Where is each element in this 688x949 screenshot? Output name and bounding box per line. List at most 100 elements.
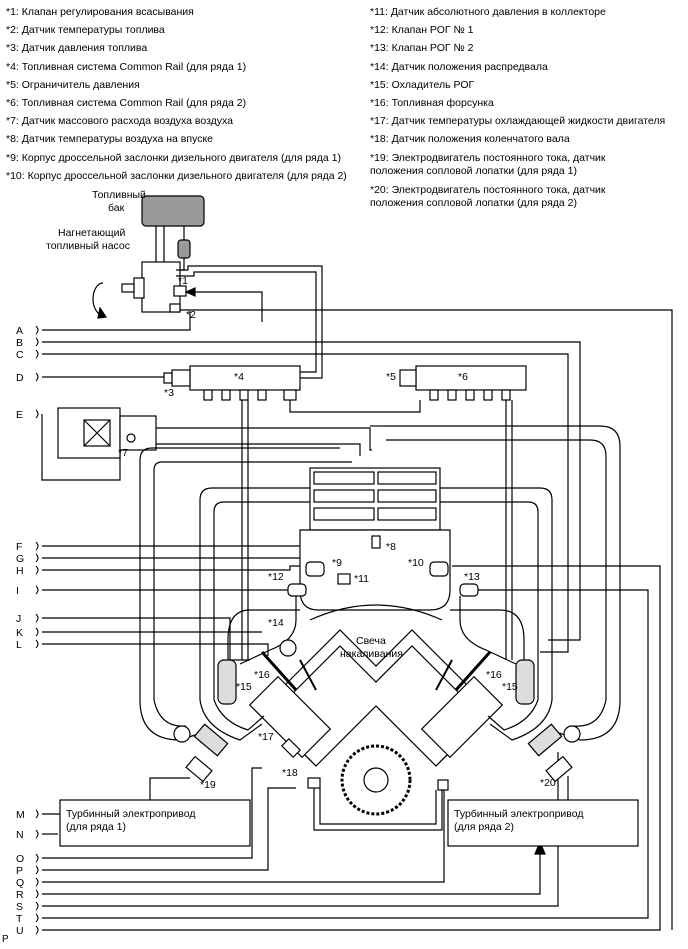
terminal-label: I: [16, 585, 19, 597]
terminal-label: S: [16, 901, 23, 913]
legend-item: *18: Датчик положения коленчатого вала: [370, 133, 570, 146]
common-rail-bank2: [399, 365, 527, 401]
throttle-bank2: [429, 561, 449, 577]
engine-block: [248, 604, 504, 816]
callout: *1: [178, 275, 188, 287]
callout: *13: [464, 571, 480, 583]
legend-item: *16: Топливная форсунка: [370, 97, 494, 110]
air-cleaner: [57, 407, 157, 459]
legend-item: *2: Датчик температуры топлива: [6, 24, 165, 37]
terminal-label: Q: [16, 877, 24, 889]
callout: *8: [386, 541, 396, 553]
callout: *5: [386, 371, 396, 383]
terminal-label: O: [16, 853, 24, 865]
callout: *10: [408, 557, 424, 569]
callout: *19: [200, 779, 216, 791]
callout: *16: [486, 669, 502, 681]
callout: *14: [268, 617, 284, 629]
glow-plug-2: [435, 659, 453, 691]
terminal-label: U: [16, 925, 24, 937]
egr-valve-2: [459, 583, 479, 597]
nozzle-actuator-bank2: [545, 755, 573, 783]
turbo-actuator-bank2-box: [447, 799, 639, 847]
callout: *3: [164, 387, 174, 399]
turbo1-label: Турбинный электропривод: [66, 808, 195, 820]
legend-item: *13: Клапан РОГ № 2: [370, 42, 474, 55]
terminal-label: R: [16, 889, 24, 901]
arrow-icon: [534, 840, 546, 855]
legend-left: *1: Клапан регулирования всасывания *2: …: [6, 3, 347, 185]
legend-item: *4: Топливная система Common Rail (для р…: [6, 60, 247, 73]
legend-item: *15: Охладитель РОГ: [370, 78, 475, 91]
legend-right: *11: Датчик абсолютного давления в колле…: [370, 3, 665, 210]
terminal-label: L: [16, 639, 22, 651]
terminal-label: M: [16, 809, 25, 821]
turbo1-label: (для ряда 1): [66, 821, 126, 833]
fuel-filter: [177, 239, 191, 259]
coolant-temp-sensor: [280, 737, 302, 759]
egr-cooler-bank2: [515, 659, 535, 705]
egr-valve-1: [287, 583, 307, 597]
legend-item: *14: Датчик положения распредвала: [370, 60, 548, 73]
legend-item: *9: Корпус дроссельной заслонки дизельно…: [6, 151, 341, 164]
turbo-bank2: [487, 699, 621, 757]
figure-id: P: [2, 934, 9, 945]
legend-item: *11: Датчик абсолютного давления в колле…: [370, 6, 606, 18]
legend-item: *10: Корпус дроссельной заслонки дизельн…: [6, 169, 347, 182]
injector-bank1: [260, 650, 298, 692]
legend-item: *6: Топливная система Common Rail (для р…: [6, 97, 247, 110]
rotation-arrow-head-icon: [97, 306, 108, 319]
terminal-label: G: [16, 553, 24, 565]
terminal-label: F: [16, 541, 22, 553]
egr-cooler-bank1: [217, 659, 237, 705]
legend-line: положения сопловой лопатки (для ряда 2): [370, 196, 577, 209]
cam-position-sensor: [279, 639, 297, 657]
callout: *12: [268, 571, 284, 583]
legend-line: *19: Электродвигатель постоянного тока, …: [370, 151, 606, 164]
turbo2-label: (для ряда 2): [454, 821, 514, 833]
callout: *7: [118, 447, 128, 459]
feed-pump-label: топливный насос: [46, 240, 130, 252]
iat-sensor: [371, 535, 381, 549]
terminal-markers: [35, 325, 39, 935]
legend-line: положения сопловой лопатки (для ряда 1): [370, 164, 577, 177]
callout: *16: [254, 669, 270, 681]
legend-item: *3: Датчик давления топлива: [6, 42, 148, 55]
callout: *4: [234, 371, 244, 383]
legend-item: *8: Датчик температуры воздуха на впуске: [6, 133, 214, 146]
glow-plug-label: накаливания: [340, 648, 403, 660]
terminal-label: J: [16, 613, 21, 625]
nozzle-actuator-bank1: [185, 755, 213, 783]
intake-manifold: [287, 467, 479, 611]
legend-item-20: *20: Электродвигатель постоянного тока, …: [370, 184, 665, 210]
terminal-label: A: [16, 325, 23, 337]
terminal-label: T: [16, 913, 23, 925]
legend-item: *5: Ограничитель давления: [6, 78, 140, 91]
map-sensor: [337, 573, 351, 585]
terminal-label: B: [16, 337, 23, 349]
legend-item: *7: Датчик массового расхода воздуха воз…: [6, 115, 234, 128]
callout: *15: [236, 681, 252, 693]
terminal-label: E: [16, 409, 23, 421]
glow-plug-label: Свеча: [356, 635, 386, 647]
callout: *15: [502, 681, 518, 693]
terminal-label: C: [16, 349, 24, 361]
feed-pump-label: Нагнетающий: [58, 227, 125, 239]
crank-position-sensor: [307, 777, 321, 789]
terminal-label: D: [16, 372, 24, 384]
legend-item-19: *19: Электродвигатель постоянного тока, …: [370, 152, 665, 178]
fuel-tank-label: Топливный: [92, 189, 146, 201]
legend-line: *20: Электродвигатель постоянного тока, …: [370, 183, 606, 196]
legend-item: *17: Датчик температуры охлаждающей жидк…: [370, 115, 666, 128]
terminal-label: H: [16, 565, 24, 577]
feed-pump: [121, 261, 187, 313]
injector-bank2: [454, 650, 492, 692]
callout: *9: [332, 557, 342, 569]
callout: *11: [354, 573, 369, 585]
terminal-label: K: [16, 627, 23, 639]
callout: *17: [258, 731, 274, 743]
turbo-bank1: [139, 699, 265, 757]
turbo-actuator-bank1-box: [59, 799, 251, 847]
maf-sensor: [126, 433, 136, 443]
